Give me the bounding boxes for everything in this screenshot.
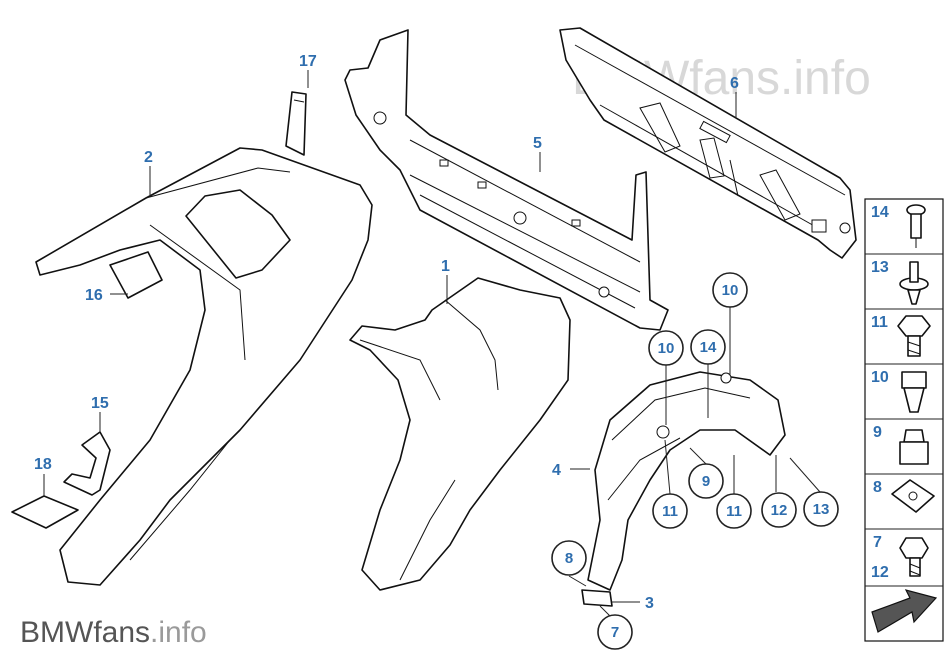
svg-text:7: 7 [611, 624, 619, 641]
mud-flap-3-part [581, 589, 613, 607]
clip-nut-icon [901, 371, 927, 413]
callout-18: 18 [34, 456, 52, 473]
callout-17: 17 [299, 53, 317, 70]
flange-bolt-icon [899, 537, 929, 577]
rear-panel-part [559, 27, 857, 259]
callout-11-right: 11 [716, 493, 752, 529]
svg-text:10: 10 [722, 282, 739, 299]
callout-8: 8 [551, 540, 587, 576]
panel-label-14: 14 [871, 204, 889, 221]
panel-label-9: 9 [873, 424, 882, 441]
expansion-nut-icon [899, 429, 929, 465]
panel-label-11: 11 [871, 314, 888, 331]
callout-11-left: 11 [652, 493, 688, 529]
side-panel-inner-part [349, 277, 571, 591]
callout-15: 15 [91, 395, 109, 412]
spring-nut-icon [891, 479, 935, 513]
panel-label-10: 10 [871, 369, 889, 386]
callout-13: 13 [803, 491, 839, 527]
callout-2: 2 [144, 149, 153, 166]
plate-18-part [11, 495, 79, 529]
wheel-arch-liner-part [587, 371, 786, 591]
bracket-17-part [285, 91, 307, 156]
svg-text:8: 8 [565, 550, 573, 567]
callout-6: 6 [730, 75, 739, 92]
callout-10-left: 10 [648, 330, 684, 366]
callout-1: 1 [441, 258, 450, 275]
rivet-icon [906, 204, 926, 248]
fastener-panel: 14 13 11 10 9 8 7 12 [864, 198, 944, 642]
callout-9: 9 [688, 463, 724, 499]
svg-text:14: 14 [700, 339, 717, 356]
hex-bolt-icon [897, 315, 931, 357]
svg-text:12: 12 [771, 502, 788, 519]
watermark-bottom: BMWfans.info [20, 616, 207, 649]
panel-label-7: 7 [873, 534, 882, 551]
panel-label-12: 12 [871, 564, 889, 581]
callout-labels: 17 2 1 5 6 16 15 18 4 3 [34, 53, 739, 612]
svg-text:9: 9 [702, 473, 710, 490]
bracket-15-part [63, 431, 111, 496]
svg-text:10: 10 [658, 340, 675, 357]
side-panel-outer-part [35, 147, 373, 586]
callout-12: 12 [761, 492, 797, 528]
side-member-part [344, 29, 669, 331]
direction-arrow-icon [871, 589, 938, 633]
svg-text:11: 11 [662, 503, 678, 520]
push-clip-icon [899, 261, 929, 305]
panel-label-13: 13 [871, 259, 889, 276]
svg-text:13: 13 [813, 501, 830, 518]
circled-callouts: 10 10 14 9 11 11 12 13 [551, 272, 839, 650]
callout-3: 3 [645, 595, 654, 612]
callout-14: 14 [690, 329, 726, 365]
callout-16: 16 [85, 287, 103, 304]
svg-text:11: 11 [726, 503, 742, 520]
callout-5: 5 [533, 135, 542, 152]
callout-7: 7 [597, 614, 633, 650]
callout-4: 4 [552, 462, 561, 479]
callout-10-top: 10 [712, 272, 748, 308]
panel-label-8: 8 [873, 479, 882, 496]
